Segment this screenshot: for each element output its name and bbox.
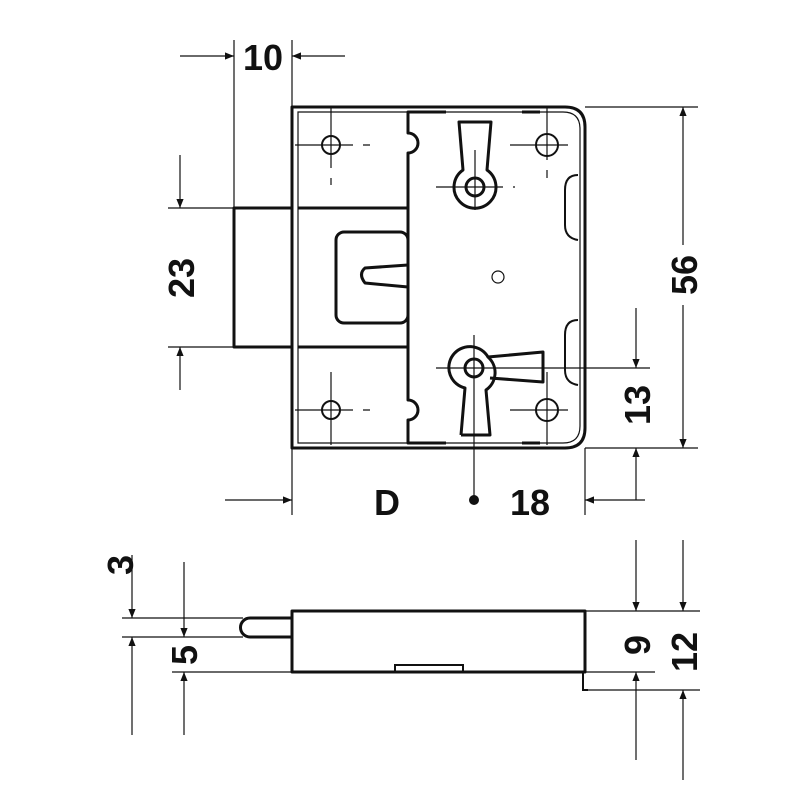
side-dimensions: 3 5 9 12 [100, 540, 705, 780]
dim-12: 12 [664, 632, 705, 672]
bolt-side [239, 616, 292, 639]
bolt [232, 206, 294, 349]
bolt-cutout [334, 230, 410, 325]
dim-18: 18 [510, 482, 550, 523]
dim-9: 9 [617, 635, 658, 655]
dim-3: 3 [100, 555, 141, 575]
mounting-holes [295, 108, 568, 445]
dim-56: 56 [664, 255, 705, 295]
case-outline [290, 105, 587, 450]
dim-d: D [374, 482, 400, 523]
keyhole-bottom-icon [436, 335, 600, 500]
dim-10: 10 [243, 37, 283, 78]
side-view [239, 609, 588, 691]
center-dot [469, 495, 479, 505]
front-view [232, 105, 600, 500]
case-inner-edge [297, 111, 581, 444]
bolt-slot [360, 263, 409, 289]
front-dimensions: 10 23 56 13 D 18 [161, 37, 705, 523]
dim-5: 5 [164, 645, 205, 665]
case-side [290, 609, 587, 674]
keyhole-top-icon [436, 120, 515, 210]
dim-13: 13 [617, 385, 658, 425]
dim-23: 23 [161, 258, 202, 298]
